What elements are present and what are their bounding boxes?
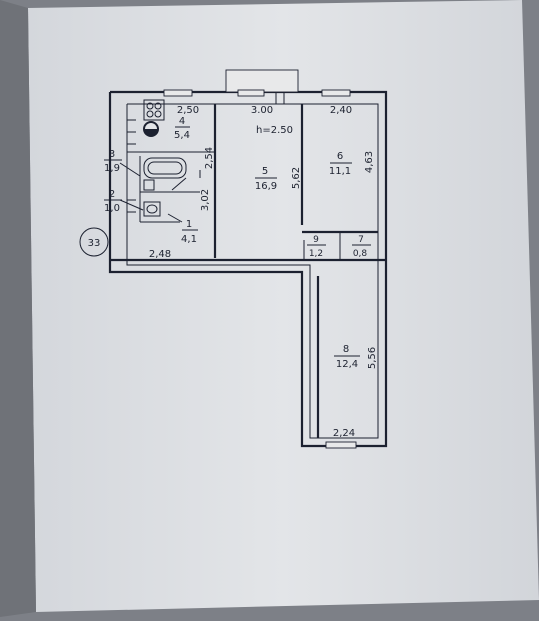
dim-hall-width: 2,48 xyxy=(149,249,171,260)
room-area: 12,4 xyxy=(336,359,358,370)
dim-bedroom6-length: 4,63 xyxy=(364,151,375,173)
dim-kitchen-width: 2,50 xyxy=(177,105,199,116)
room-area: 1,2 xyxy=(309,249,323,259)
washbasin-icon xyxy=(143,179,155,191)
room-7-label: 7 0,8 xyxy=(352,235,371,259)
room-number: 4 xyxy=(179,116,185,127)
dim-living-length: 5,62 xyxy=(291,167,302,189)
paper-shadow-edge xyxy=(0,0,36,617)
room-1-label: 1 4,1 xyxy=(181,219,198,245)
paper-sheet xyxy=(28,0,539,612)
room-number: 5 xyxy=(262,166,268,177)
sink-icon xyxy=(143,121,159,137)
bathtub-icon xyxy=(143,157,187,179)
dim-bedroom8-length: 5,56 xyxy=(367,347,378,369)
room-number: 3 xyxy=(109,149,115,160)
room-number: 2 xyxy=(109,189,115,200)
dim-living-width: 3.00 xyxy=(251,105,273,116)
room-number: 8 xyxy=(343,344,349,355)
apartment-number: 33 xyxy=(88,238,101,249)
room-9-label: 9 1,2 xyxy=(307,235,326,259)
window-kitchen xyxy=(163,89,193,97)
room-4-label: 4 5,4 xyxy=(174,116,190,141)
room-area: 11,1 xyxy=(329,166,351,177)
room-6-label: 6 11,1 xyxy=(329,151,352,177)
room-number: 7 xyxy=(358,235,364,245)
window-living xyxy=(237,89,265,97)
room-8-label: 8 12,4 xyxy=(334,344,360,370)
room-number: 9 xyxy=(313,235,319,245)
room-2-label: 2 1,0 xyxy=(104,189,144,214)
room-3-label: 3 1,9 xyxy=(104,149,141,177)
room-number: 6 xyxy=(337,151,343,162)
dim-bedroom6-width: 2,40 xyxy=(330,105,352,116)
balcony xyxy=(225,69,299,93)
room-area: 1,0 xyxy=(104,203,120,214)
toilet-icon xyxy=(143,201,161,217)
ceiling-height: h=2.50 xyxy=(256,125,293,136)
room-area: 1,9 xyxy=(104,163,120,174)
outer-wall xyxy=(108,90,388,448)
window-bedroom6 xyxy=(321,89,351,97)
room-number: 1 xyxy=(186,219,192,230)
dim-bedroom8-width: 2,24 xyxy=(333,428,355,439)
room-5-label: 5 16,9 xyxy=(255,166,277,192)
hatching-lines xyxy=(127,119,136,213)
room-area: 0,8 xyxy=(353,249,368,259)
room-area: 4,1 xyxy=(181,234,197,245)
room-area: 5,4 xyxy=(174,130,190,141)
dim-hall-length: 3,02 xyxy=(200,189,211,211)
window-bedroom8 xyxy=(325,441,357,449)
apartment-number-circle xyxy=(79,227,109,257)
room-area: 16,9 xyxy=(255,181,277,192)
stove-icon xyxy=(143,99,165,121)
door-lines xyxy=(167,92,285,223)
outer-wall-inner-line xyxy=(126,103,379,439)
dim-bath-length: 2,54 xyxy=(204,147,215,169)
